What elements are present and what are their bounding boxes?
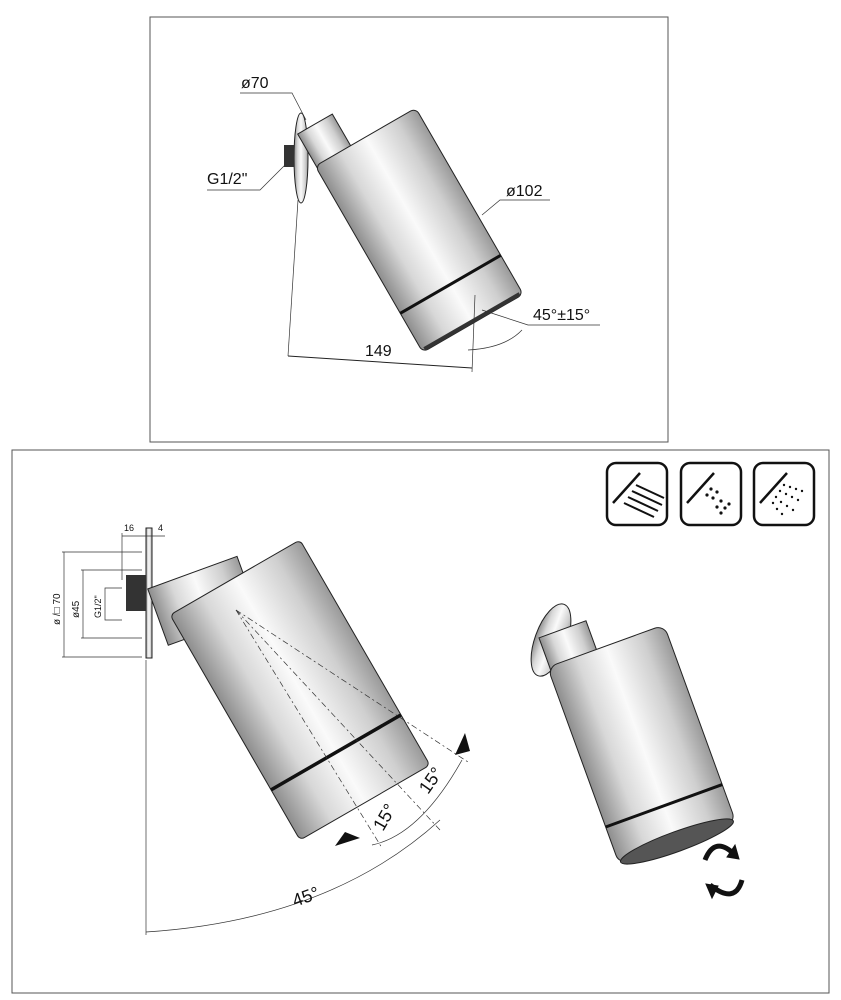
jet-icon <box>679 461 743 527</box>
perspective-shower-head <box>530 603 734 865</box>
tilt-angle-label: 45°±15° <box>533 307 590 324</box>
rotate-arrows-icon <box>702 843 745 900</box>
thread-label: G1/2" <box>207 171 247 188</box>
plate-dim-label: ø /□ 70 <box>52 593 63 625</box>
side-view-dimensions <box>62 533 470 935</box>
thread-dim-label: G1/2" <box>93 595 103 618</box>
spray-mode-icons <box>605 461 816 527</box>
head-diameter-label: ø102 <box>506 183 543 200</box>
top-dimensions <box>207 92 600 373</box>
flange-diameter-label: ø70 <box>241 75 269 92</box>
side-view-shower-head <box>126 527 469 849</box>
rain-icon <box>605 461 669 527</box>
bottom-panel-frame <box>11 449 830 994</box>
wide-spray-icon <box>752 461 816 527</box>
projection-label: 149 <box>365 343 392 360</box>
inner-dim-label: ø45 <box>71 600 82 618</box>
top-shower-head <box>284 109 522 351</box>
depth-dim-label: 16 <box>124 523 134 533</box>
flange-dim-label: 4 <box>158 523 163 533</box>
